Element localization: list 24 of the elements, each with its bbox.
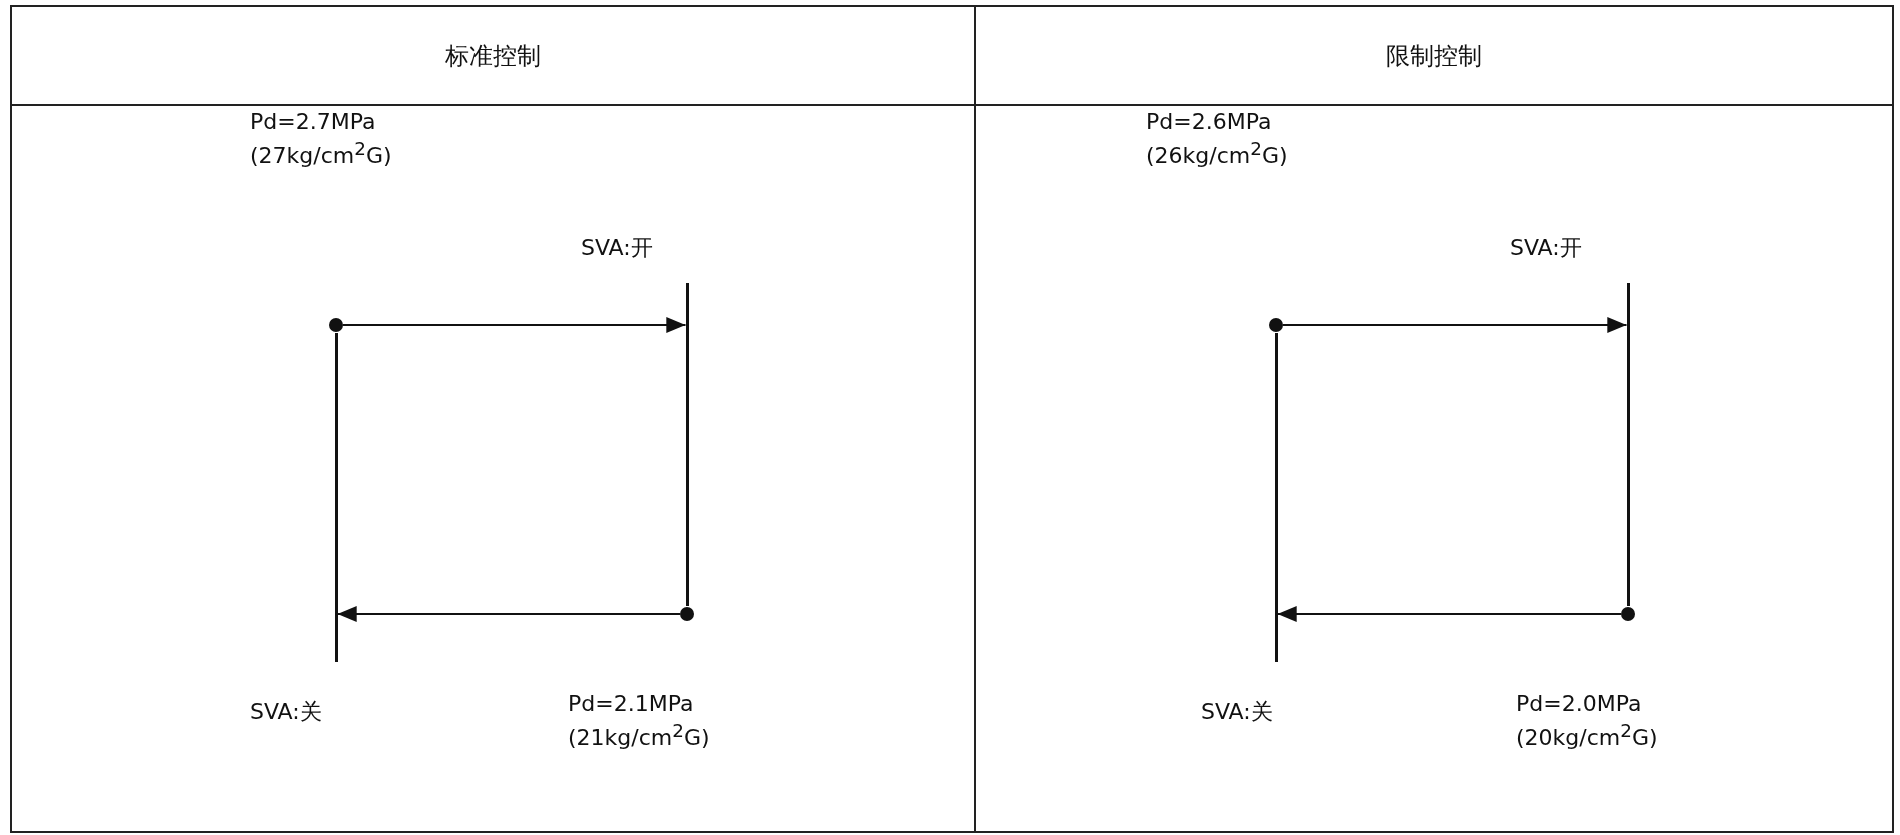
column-header: 标准控制 [12, 7, 974, 106]
switch-line [1626, 283, 1630, 606]
valve-state-label: SVA:关 [250, 698, 323, 726]
state-dot [329, 318, 343, 332]
valve-state-label: SVA:开 [1510, 234, 1583, 262]
arrow [1283, 317, 1627, 333]
switch-line [685, 283, 689, 606]
table-panel [974, 5, 1894, 833]
table-panel [10, 5, 976, 833]
state-dot [1269, 318, 1283, 332]
state-dot [680, 607, 694, 621]
switch-line [1274, 333, 1278, 662]
arrow [1277, 606, 1621, 622]
valve-state-label: SVA:开 [581, 234, 654, 262]
pressure-label: Pd=2.1MPa (21kg/cm$^{2}$G) [568, 690, 711, 752]
column-header: 限制控制 [976, 7, 1892, 106]
arrow [337, 606, 680, 622]
arrow [343, 317, 686, 333]
state-dot [1621, 607, 1635, 621]
pressure-label: Pd=2.0MPa (20kg/cm$^{2}$G) [1516, 690, 1659, 752]
valve-state-label: SVA:关 [1201, 698, 1274, 726]
pressure-label: Pd=2.6MPa (26kg/cm$^{2}$G) [1146, 108, 1289, 170]
switch-line [334, 333, 338, 662]
pressure-label: Pd=2.7MPa (27kg/cm$^{2}$G) [250, 108, 393, 170]
